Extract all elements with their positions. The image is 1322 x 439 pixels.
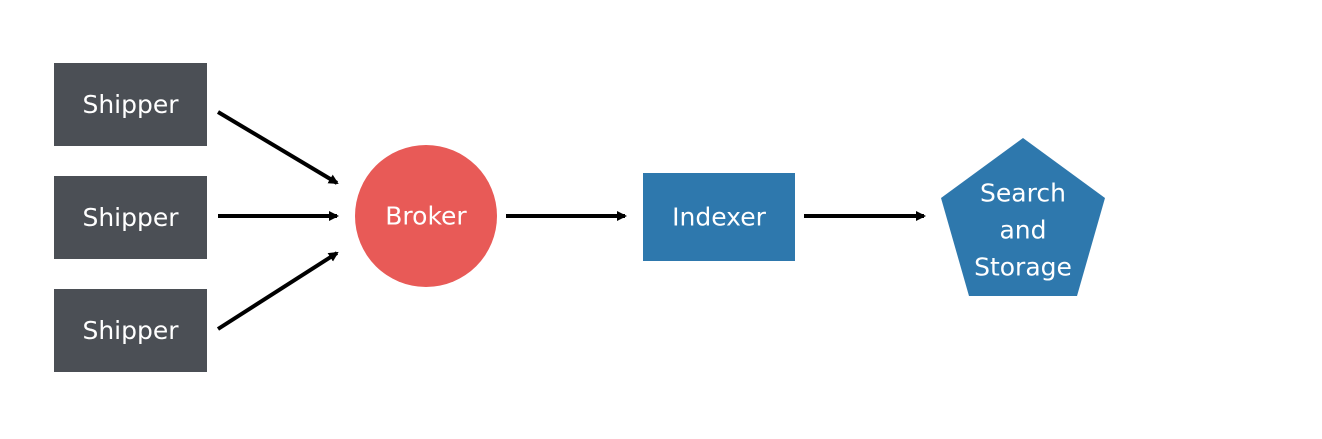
indexer-label: Indexer bbox=[672, 203, 766, 232]
indexer-node: Indexer bbox=[643, 173, 795, 261]
search-storage-node: Search and Storage bbox=[941, 138, 1105, 296]
shipper-node-2: Shipper bbox=[54, 176, 207, 259]
shipper-box bbox=[54, 289, 207, 372]
shipper-box bbox=[54, 63, 207, 146]
shipper-node-1: Shipper bbox=[54, 63, 207, 146]
indexer-box bbox=[643, 173, 795, 261]
shipper-label: Shipper bbox=[82, 203, 179, 232]
shipper-label: Shipper bbox=[82, 316, 179, 345]
broker-circle bbox=[355, 145, 497, 287]
search-storage-label-line-2: and bbox=[999, 216, 1046, 245]
shipper-node-3: Shipper bbox=[54, 289, 207, 372]
edge-shipper-3-to-broker bbox=[216, 251, 339, 331]
search-storage-label-line-3: Storage bbox=[974, 253, 1072, 282]
shipper-box bbox=[54, 176, 207, 259]
edges bbox=[216, 110, 926, 331]
search-storage-pentagon bbox=[941, 138, 1105, 296]
shipper-label: Shipper bbox=[82, 90, 179, 119]
broker-node: Broker bbox=[355, 145, 497, 287]
search-storage-label-line-1: Search bbox=[980, 179, 1066, 208]
broker-label: Broker bbox=[385, 202, 467, 231]
edge-shipper-1-to-broker bbox=[216, 110, 339, 185]
